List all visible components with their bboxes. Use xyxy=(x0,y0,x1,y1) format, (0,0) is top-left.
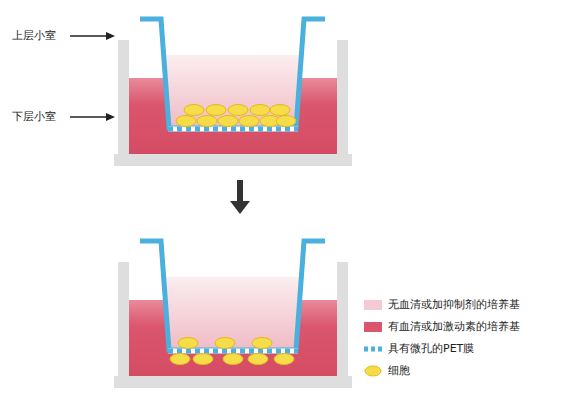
legend-samples xyxy=(364,349,382,376)
legend-text: 无血清或加抑制剂的培养基 xyxy=(388,298,520,312)
down-arrow xyxy=(230,180,250,214)
legend-text: 具有微孔的PET膜 xyxy=(388,342,474,356)
legend-swatch xyxy=(364,322,382,332)
part-label: 下层小室 xyxy=(12,110,56,124)
cells-top xyxy=(176,105,296,127)
part-label: 上层小室 xyxy=(12,29,56,43)
legend-text: 有血清或加激动素的培养基 xyxy=(388,320,520,334)
legend-text: 细胞 xyxy=(388,364,410,378)
legend-swatch xyxy=(364,300,382,310)
leader-arrows xyxy=(70,32,115,121)
